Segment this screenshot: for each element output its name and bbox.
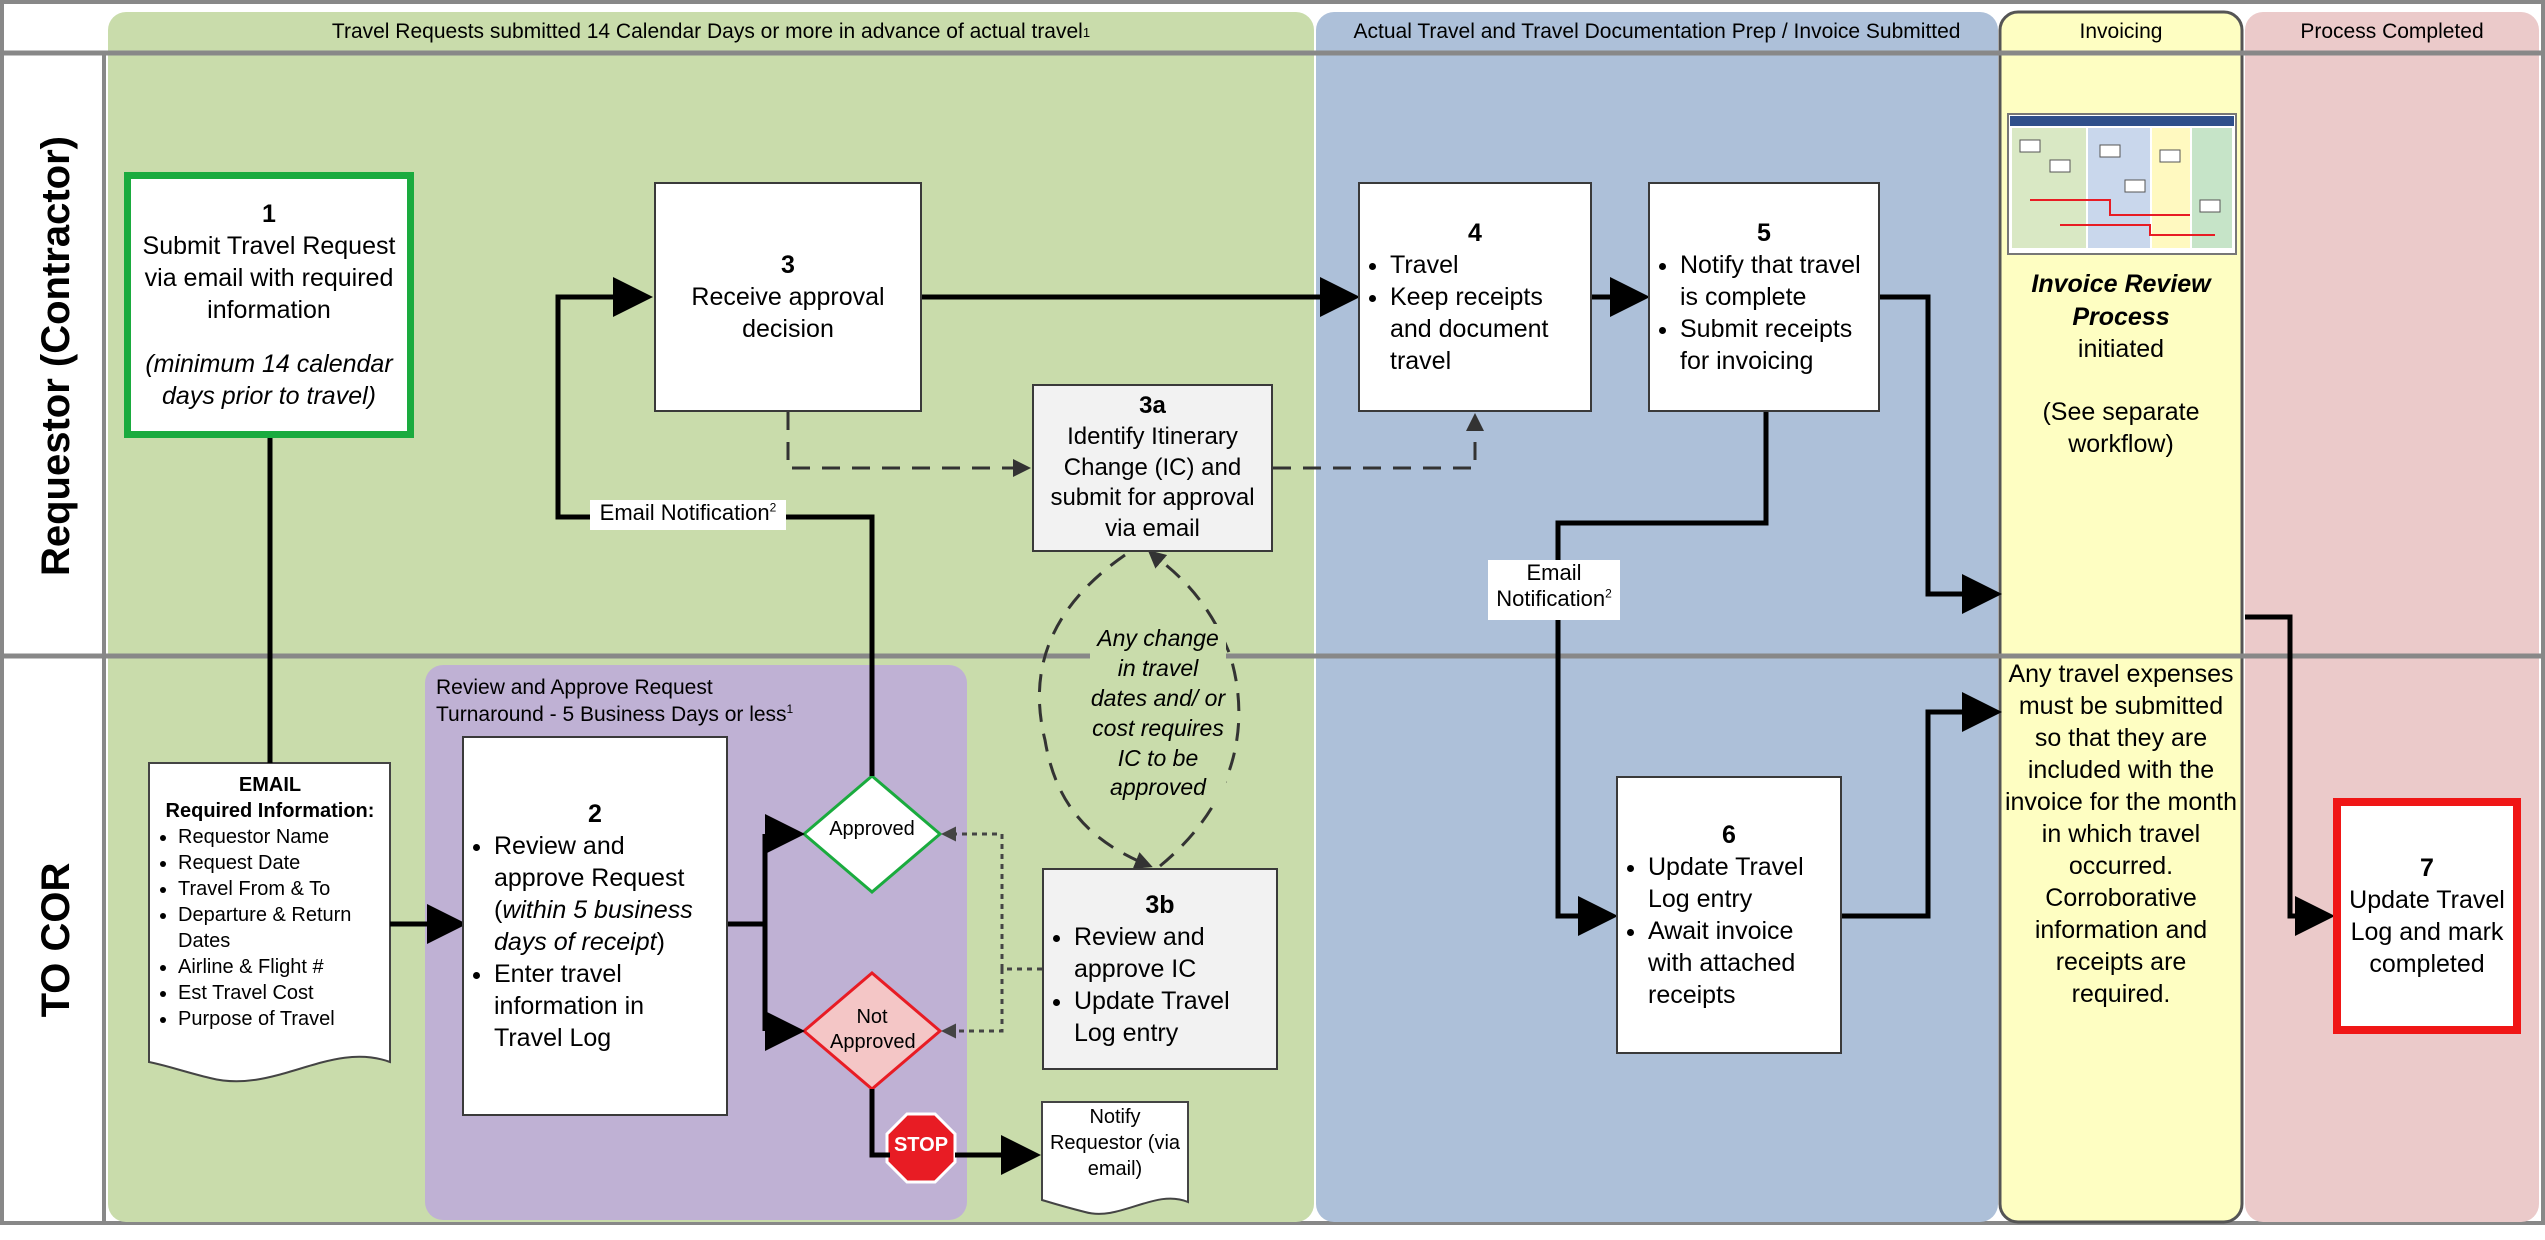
- step-1-number: 1: [262, 200, 276, 228]
- email-doc-item: Purpose of Travel: [178, 1006, 388, 1032]
- step-4-item: Keep receipts and document travel: [1390, 281, 1582, 377]
- step-5-box: 5 Notify that travel is complete Submit …: [1648, 182, 1880, 412]
- step-7-box: 7 Update Travel Log and mark completed: [2333, 798, 2521, 1034]
- email-doc-item: Airline & Flight #: [178, 954, 388, 980]
- column-header-advance-sup: 1: [1082, 24, 1091, 40]
- review-panel-line2: Turnaround - 5 Business Days or less: [436, 703, 787, 727]
- step-4-list: Travel Keep receipts and document travel: [1368, 249, 1582, 377]
- email-notification-2-line1: Email: [1526, 560, 1582, 585]
- invoice-workflow-thumbnail: [2007, 113, 2237, 255]
- email-notification-label-2: Email Notification2: [1488, 560, 1620, 620]
- step-3a-number: 3a: [1139, 392, 1166, 420]
- stop-text: STOP: [893, 1134, 949, 1156]
- invoice-review-note: (See separate workflow): [2042, 397, 2200, 459]
- step-2-item1-italic: within 5 business days of receipt: [494, 896, 693, 956]
- review-panel-line1: Review and Approve Request: [436, 676, 713, 699]
- step-2-item: Review and approve Request (within 5 bus…: [494, 830, 718, 958]
- dotted-connectors: [941, 826, 1042, 1039]
- column-header-advance: Travel Requests submitted 14 Calendar Da…: [108, 12, 1314, 52]
- step-6-item: Await invoice with attached receipts: [1648, 915, 1832, 1011]
- stop-sign: [885, 1112, 957, 1184]
- dashed-connectors: [786, 412, 1484, 869]
- invoice-note: Any travel expenses must be submitted so…: [2004, 660, 2238, 1008]
- step-7-number: 7: [2420, 854, 2434, 882]
- email-notification-1-sup: 2: [769, 500, 777, 515]
- step-3a-box: 3a Identify Itinerary Change (IC) and su…: [1032, 384, 1273, 552]
- email-notification-label-1: Email Notification2: [590, 500, 786, 530]
- invoice-review-block: Invoice Review Process initiated (See se…: [2004, 268, 2238, 461]
- step-3a-text: Identify Itinerary Change (IC) and submi…: [1050, 422, 1255, 543]
- email-doc-item: Requestor Name: [178, 824, 388, 850]
- step-3-box: 3 Receive approval decision: [654, 182, 922, 412]
- email-notification-2-line2: Notification: [1496, 586, 1606, 612]
- step-3b-number: 3b: [1145, 891, 1175, 919]
- step-6-number: 6: [1722, 821, 1736, 849]
- step-3-text: Receive approval decision: [691, 283, 885, 343]
- notify-doc-shape: [1041, 1101, 1189, 1215]
- email-notification-2-sup: 2: [1605, 587, 1612, 602]
- step-4-item: Travel: [1390, 249, 1582, 281]
- step-4-number: 4: [1468, 219, 1482, 247]
- column-header-travel: Actual Travel and Travel Documentation P…: [1353, 20, 1961, 43]
- approved-label: Approved: [829, 818, 915, 840]
- row-header-requestor: Requestor (Contractor): [33, 135, 78, 577]
- step-7-text: Update Travel Log and mark completed: [2349, 886, 2505, 978]
- step-2-list: Review and approve Request (within 5 bus…: [472, 830, 718, 1054]
- email-doc-item: Request Date: [178, 850, 388, 876]
- invoice-review-status: initiated: [2077, 335, 2165, 363]
- step-3-number: 3: [781, 251, 795, 279]
- step-1-note: (minimum 14 calendar days prior to trave…: [145, 350, 393, 410]
- lane-invoicing: [1998, 10, 2244, 1224]
- email-doc-shape: [148, 762, 391, 1083]
- step-3b-box: 3b Review and approve IC Update Travel L…: [1042, 868, 1278, 1070]
- not-approved-label: Not Approved: [830, 1006, 916, 1053]
- step-3b-item: Review and approve IC: [1074, 921, 1268, 985]
- column-header-invoicing: Invoicing: [2079, 20, 2163, 43]
- step-3b-list: Review and approve IC Update Travel Log …: [1052, 921, 1268, 1049]
- review-panel-title: Review and Approve Request Turnaround - …: [436, 674, 956, 729]
- step-2-number: 2: [588, 800, 602, 828]
- step-5-item: Submit receipts for invoicing: [1680, 313, 1870, 377]
- step-5-number: 5: [1757, 219, 1771, 247]
- column-header-completed: Process Completed: [2300, 20, 2484, 43]
- step-6-box: 6 Update Travel Log entry Await invoice …: [1616, 776, 1842, 1054]
- column-header-advance-text: Travel Requests submitted 14 Calendar Da…: [331, 20, 1083, 43]
- approved-diamond: [801, 774, 943, 894]
- notify-requestor-text: Notify Requestor (via email): [1049, 1106, 1181, 1180]
- change-note: Any change in travel dates and/ or cost …: [1090, 624, 1226, 804]
- email-doc-subtitle: Required Information:: [165, 800, 375, 822]
- invoice-review-title: Invoice Review Process: [2031, 270, 2211, 331]
- step-4-box: 4 Travel Keep receipts and document trav…: [1358, 182, 1592, 412]
- step-1-text: Submit Travel Request via email with req…: [142, 232, 396, 324]
- email-doc-list: Requestor Name Request Date Travel From …: [152, 824, 388, 1032]
- email-doc-title: EMAIL: [238, 774, 302, 796]
- row-header-cor: TO COR: [33, 862, 78, 1018]
- step-1-box: 1 Submit Travel Request via email with r…: [124, 172, 414, 438]
- step-5-list: Notify that travel is complete Submit re…: [1658, 249, 1870, 377]
- email-doc-item: Est Travel Cost: [178, 980, 388, 1006]
- step-2-item: Enter travel information in Travel Log: [494, 958, 718, 1054]
- step-2-item1-a: Review and approve Request (: [494, 832, 685, 924]
- email-doc-item: Travel From & To: [178, 876, 388, 902]
- step-6-list: Update Travel Log entry Await invoice wi…: [1626, 851, 1832, 1011]
- solid-connectors: [267, 277, 2335, 1175]
- step-2-box: 2 Review and approve Request (within 5 b…: [462, 736, 728, 1116]
- email-doc-item: Departure & Return Dates: [178, 902, 388, 954]
- email-doc: EMAIL Required Information: Requestor Na…: [152, 772, 388, 1032]
- review-panel-sup: 1: [786, 702, 794, 717]
- step-3b-item: Update Travel Log entry: [1074, 985, 1268, 1049]
- step-2-item1-b: ): [656, 928, 665, 956]
- step-5-item: Notify that travel is complete: [1680, 249, 1870, 313]
- step-6-item: Update Travel Log entry: [1648, 851, 1832, 915]
- email-notification-1-text: Email Notification: [599, 500, 770, 525]
